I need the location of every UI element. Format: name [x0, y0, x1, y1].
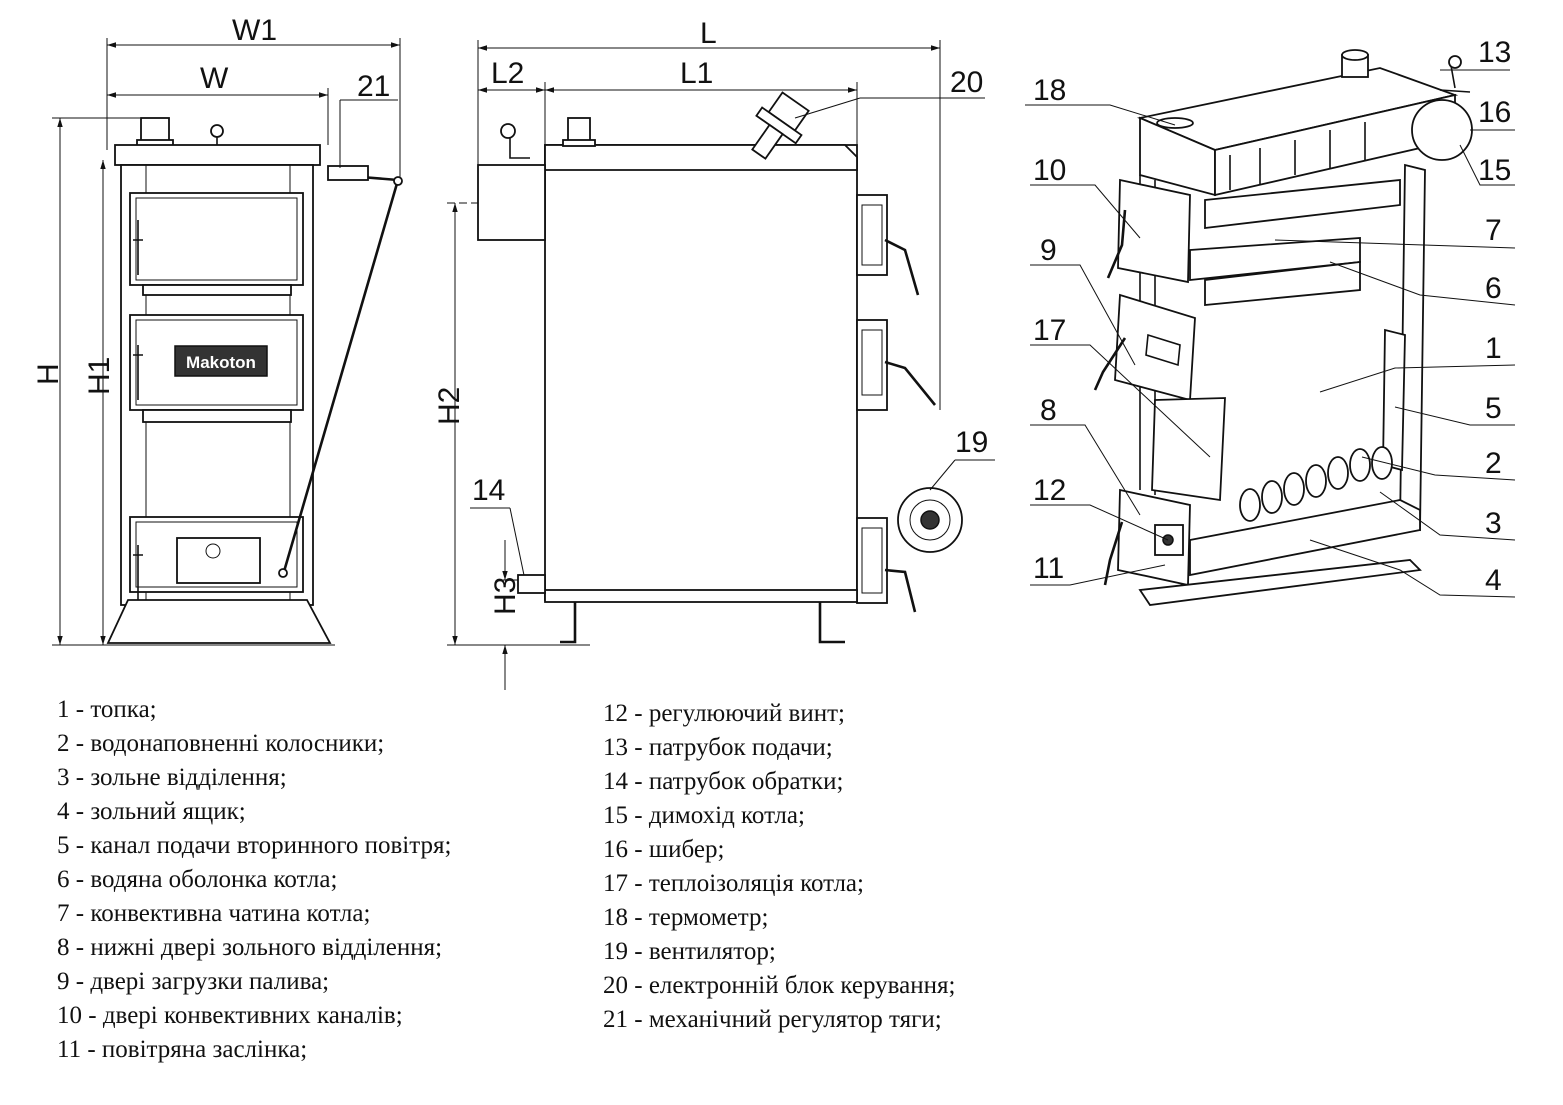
legend-item: 1 - топка;: [57, 696, 157, 723]
legend-item: 4 - зольний ящик;: [57, 798, 246, 825]
callout-11: 11: [1033, 552, 1064, 585]
callout-9: 9: [1040, 234, 1057, 267]
legend-item: 18 - термометр;: [603, 904, 769, 931]
callout-2: 2: [1485, 447, 1502, 480]
callout-10: 10: [1033, 154, 1066, 187]
boiler-technical-drawing: W1 W H H1 Makoton: [32, 14, 1516, 690]
brand-plate-text: Makoton: [186, 353, 256, 372]
legend-item: 10 - двері конвективних каналів;: [57, 1002, 403, 1029]
dim-l2-label: L2: [491, 57, 524, 90]
legend-item: 3 - зольне відділення;: [57, 764, 287, 791]
callout-13: 13: [1478, 36, 1511, 69]
callout-14: 14: [472, 474, 505, 507]
callout-7: 7: [1485, 214, 1502, 247]
iso-leader-lines: [1025, 69, 1516, 598]
dim-l1-label: L1: [680, 57, 713, 90]
legend-item: 14 - патрубок обратки;: [603, 768, 844, 795]
dim-h-label: H: [32, 363, 65, 385]
front-view: W1 W H H1 Makoton: [32, 14, 403, 646]
callout-1: 1: [1485, 332, 1502, 365]
dim-h2-label: H2: [433, 387, 466, 425]
isometric-cutaway-view: 13 18 16 15 10 7 9 6 17 1 8 5 2 12 3 11 …: [1025, 36, 1516, 606]
legend-item: 13 - патрубок подачи;: [603, 734, 833, 761]
legend-left-column: 1 - топка; 2 - водонаповненні колосники;…: [57, 693, 451, 1067]
legend-item: 15 - димохід котла;: [603, 802, 805, 829]
callout-16: 16: [1478, 96, 1511, 129]
callout-8: 8: [1040, 394, 1057, 427]
callout-5: 5: [1485, 392, 1502, 425]
callout-21: 21: [357, 70, 390, 103]
callout-19: 19: [955, 426, 988, 459]
legend-item: 5 - канал подачи вторинного повітря;: [57, 832, 452, 859]
legend-item: 7 - конвективна чатина котла;: [57, 900, 371, 927]
callout-17: 17: [1033, 314, 1066, 347]
callout-4: 4: [1485, 564, 1502, 597]
callout-20: 20: [950, 66, 983, 99]
legend-item: 2 - водонаповненні колосники;: [57, 730, 385, 757]
legend-item: 21 - механічний регулятор тяги;: [603, 1006, 942, 1033]
legend-item: 20 - електронній блок керування;: [603, 972, 956, 999]
dim-w1-label: W1: [232, 14, 277, 47]
legend-item: 12 - регулюючий винт;: [603, 700, 845, 727]
callout-15: 15: [1478, 154, 1511, 187]
legend-item: 11 - повітряна заслінка;: [57, 1036, 308, 1063]
legend-item: 8 - нижні двері зольного відділення;: [57, 934, 443, 961]
dim-l-label: L: [700, 17, 717, 50]
legend-item: 17 - теплоізоляція котла;: [603, 870, 864, 897]
legend-item: 9 - двері загрузки палива;: [57, 968, 330, 995]
side-view: L L2 L1 H2 H3 14: [433, 17, 995, 690]
legend-item: 6 - водяна оболонка котла;: [57, 866, 338, 893]
dim-w-label: W: [200, 62, 229, 95]
callout-18: 18: [1033, 74, 1066, 107]
dim-h3-label: H3: [489, 577, 522, 615]
dim-h1-label: H1: [83, 357, 116, 395]
legend-item: 16 - шибер;: [603, 836, 725, 863]
callout-12: 12: [1033, 474, 1066, 507]
callout-3: 3: [1485, 507, 1502, 540]
callout-6: 6: [1485, 272, 1502, 305]
grate-tubes: [1239, 446, 1393, 522]
legend-right-column: 12 - регулюючий винт; 13 - патрубок пода…: [603, 697, 955, 1037]
legend-item: 19 - вентилятор;: [603, 938, 776, 965]
